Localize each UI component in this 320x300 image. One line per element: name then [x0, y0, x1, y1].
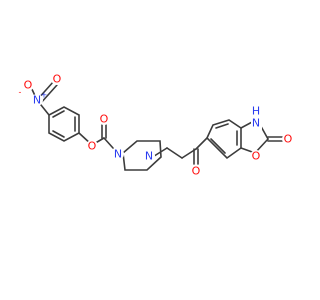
bonds	[29, 80, 284, 171]
atom-o-lactam: O	[284, 133, 293, 146]
atom-o-ester: O	[88, 140, 97, 153]
bond-co-aryl	[195, 137, 208, 150]
charge-minus: -	[19, 88, 22, 97]
nitrophenyl-double-3	[52, 130, 65, 138]
atom-n-piperazine-4: N	[145, 150, 153, 163]
charge-plus: +	[41, 91, 48, 100]
atom-o-nitro-minus: O	[24, 79, 33, 92]
bond-ch2-ch2	[166, 147, 183, 159]
atom-o-carbamate: O	[100, 113, 109, 126]
molecule-canvas: O - N + O O O N N O H N O O	[19, 73, 294, 178]
atom-h-nh: H	[252, 105, 260, 118]
bond-carbonyl-n	[103, 137, 114, 149]
structure-drawing: O - N + O O O N N O H N O O	[19, 73, 294, 178]
atom-n-piperazine-1: N	[114, 148, 122, 161]
nitrophenyl-double-1	[52, 110, 65, 118]
atom-o-ketone: O	[192, 165, 201, 178]
atom-o-nitro: O	[53, 73, 62, 86]
atom-n-nh: N	[252, 117, 260, 130]
atom-o-ring: O	[252, 150, 261, 163]
piperazine-ring	[122, 140, 162, 171]
benzo-double-1	[215, 123, 229, 129]
atom-labels: O - N + O O O N N O H N O O	[19, 73, 294, 178]
atom-n-nitro: N	[33, 94, 41, 107]
benzo-double-3	[210, 138, 226, 154]
